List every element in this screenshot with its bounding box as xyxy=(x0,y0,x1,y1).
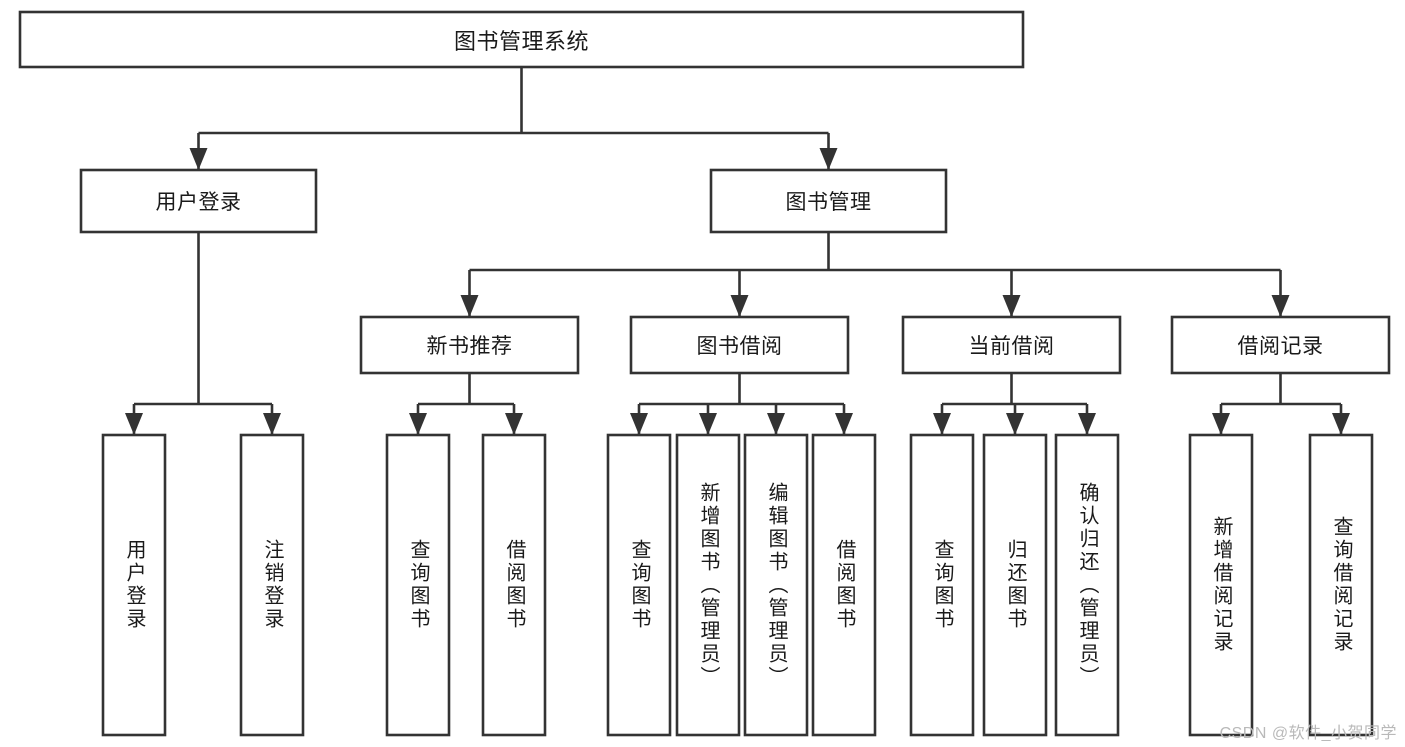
arrow-head-book-borrow xyxy=(730,295,749,317)
arrow-head-leaf-return-book xyxy=(1006,413,1024,435)
node-box-leaf-query-book-3[interactable] xyxy=(909,433,975,737)
arrow-head-leaf-query-book-1 xyxy=(409,413,427,435)
node-box-current-borrow[interactable] xyxy=(901,315,1122,375)
node-box-borrow-record[interactable] xyxy=(1170,315,1391,375)
arrow-head-leaf-query-book-2 xyxy=(630,413,648,435)
node-box-leaf-logout[interactable] xyxy=(239,433,305,737)
node-box-user-login[interactable] xyxy=(79,168,318,234)
arrow-head-leaf-logout xyxy=(263,413,281,435)
connectors-layer xyxy=(125,67,1350,435)
arrow-head-leaf-query-book-3 xyxy=(933,413,951,435)
arrow-head-leaf-add-record xyxy=(1212,413,1230,435)
node-box-book-borrow[interactable] xyxy=(629,315,850,375)
node-box-leaf-query-book-1[interactable] xyxy=(385,433,451,737)
arrow-head-leaf-borrow-book-2 xyxy=(835,413,853,435)
node-box-leaf-user-login[interactable] xyxy=(101,433,167,737)
node-box-leaf-query-book-2[interactable] xyxy=(606,433,672,737)
arrow-head-leaf-confirm-return xyxy=(1078,413,1096,435)
arrow-head-leaf-edit-book xyxy=(767,413,785,435)
arrow-head-user-login xyxy=(189,148,208,170)
arrow-head-current-borrow xyxy=(1002,295,1021,317)
arrow-head-leaf-query-record xyxy=(1332,413,1350,435)
csdn-watermark: CSDN @软件_小贺同学 xyxy=(1219,725,1397,742)
arrow-head-borrow-record xyxy=(1271,295,1290,317)
arrow-head-book-manage xyxy=(819,148,838,170)
arrow-head-new-book-recommend xyxy=(460,295,479,317)
arrow-head-leaf-user-login xyxy=(125,413,143,435)
node-box-book-manage[interactable] xyxy=(709,168,948,234)
node-box-leaf-query-record[interactable] xyxy=(1308,433,1374,737)
node-box-leaf-add-book[interactable] xyxy=(675,433,741,737)
node-box-leaf-add-record[interactable] xyxy=(1188,433,1254,737)
node-box-root[interactable] xyxy=(18,10,1025,69)
node-box-leaf-return-book[interactable] xyxy=(982,433,1048,737)
node-box-leaf-borrow-book-1[interactable] xyxy=(481,433,547,737)
node-box-new-book-recommend[interactable] xyxy=(359,315,580,375)
arrow-head-leaf-borrow-book-1 xyxy=(505,413,523,435)
boxes-layer xyxy=(18,10,1391,737)
node-box-leaf-borrow-book-2[interactable] xyxy=(811,433,877,737)
node-box-leaf-confirm-return[interactable] xyxy=(1054,433,1120,737)
arrow-head-leaf-add-book xyxy=(699,413,717,435)
node-box-leaf-edit-book[interactable] xyxy=(743,433,809,737)
